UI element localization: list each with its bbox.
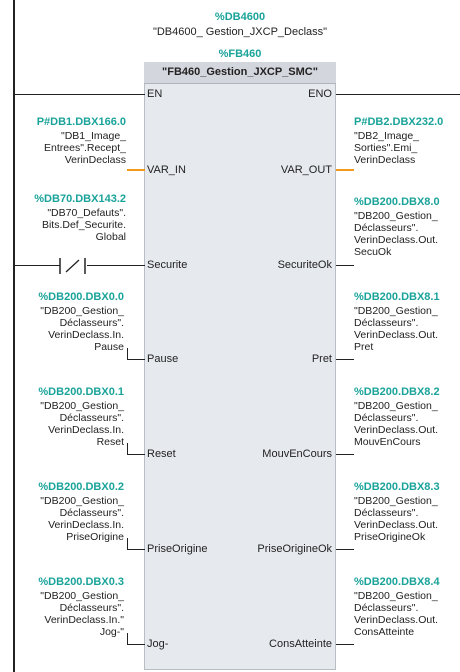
securite-operand-l2: Bits.Def_Securite. [41,219,126,231]
pin-reset[interactable]: Reset [147,448,176,460]
securite-ok-operand-l4: SecuOk [354,246,392,258]
var-in-address[interactable]: P#DB1.DBX166.0 [36,116,126,128]
var-in-wire [127,169,145,171]
jog-address[interactable]: %DB200.DBX0.3 [38,576,124,588]
pin-securite[interactable]: Securite [147,259,188,271]
prise-origine-ok-address[interactable]: %DB200.DBX8.3 [354,481,440,493]
pause-operand-l4: Pause [94,341,124,353]
pret-operand-l2: Déclasseurs". [354,317,419,329]
instance-db-name[interactable]: "DB4600_ Gestion_JXCP_Declass" [152,26,328,38]
securite-operand-l1: "DB70_Defauts". [47,207,126,219]
prise-origine-operand-l1: "DB200_Gestion_ [40,495,124,507]
jog-operand-l3: VerinDeclass.In." [44,614,124,626]
prise-origine-ok-wire [336,549,354,550]
prise-origine-operand-l2: Déclasseurs". [59,507,124,519]
pause-wire-v [127,348,128,360]
jog-wire-v [127,633,128,645]
pin-prise-origine[interactable]: PriseOrigine [147,543,208,555]
pret-operand-l3: VerinDeclass.Out. [354,329,439,341]
var-out-operand-l2: Sorties".Emi_ [354,142,418,154]
reset-operand-l4: Reset [96,436,124,448]
function-block[interactable] [144,62,336,670]
reset-wire [127,454,145,455]
pin-prise-origine-ok[interactable]: PriseOrigineOk [257,543,332,555]
cons-atteinte-wire [336,644,354,645]
var-out-operand-l1: "DB2_Image_ [354,130,420,142]
prise-origine-operand-l4: PriseOrigine [66,531,124,543]
pause-wire [127,359,145,360]
pret-wire [336,359,354,360]
cons-atteinte-operand-l1: "DB200_Gestion_ [354,590,438,602]
prise-origine-ok-operand-l3: VerinDeclass.Out. [354,519,439,531]
instance-db-address[interactable]: %DB4600 [214,11,266,23]
prise-origine-address[interactable]: %DB200.DBX0.2 [38,481,124,493]
jog-operand-l2: Déclasseurs". [59,602,124,614]
pause-address[interactable]: %DB200.DBX0.0 [38,291,124,303]
securite-address[interactable]: %DB70.DBX143.2 [34,193,126,205]
reset-operand-l2: Déclasseurs". [59,412,124,424]
mouv-en-cours-operand-l2: Déclasseurs". [354,412,419,424]
prise-origine-wire [127,549,145,550]
pause-operand-l3: VerinDeclass.In. [48,329,124,341]
power-rail [13,0,15,672]
reset-operand-l3: VerinDeclass.In. [48,424,124,436]
pin-var-in[interactable]: VAR_IN [147,164,186,176]
cons-atteinte-operand-l2: Déclasseurs". [354,602,419,614]
securite-ok-operand-l3: VerinDeclass.Out. [354,234,439,246]
cons-atteinte-address[interactable]: %DB200.DBX8.4 [354,576,440,588]
securite-wire-right [87,265,145,266]
mouv-en-cours-wire [336,454,354,455]
pin-en[interactable]: EN [147,88,163,100]
mouv-en-cours-address[interactable]: %DB200.DBX8.2 [354,386,440,398]
prise-origine-ok-operand-l2: Déclasseurs". [354,507,419,519]
block-name: "FB460_Gestion_JXCP_SMC" [162,66,318,78]
securite-operand-l3: Global [95,231,126,243]
pin-var-out[interactable]: VAR_OUT [280,164,332,176]
pin-mouv-en-cours[interactable]: MouvEnCours [262,448,332,460]
nc-contact-icon[interactable] [58,257,88,275]
en-wire [14,94,145,95]
pret-operand-l4: Pret [354,341,374,353]
block-address: %FB460 [218,48,262,60]
var-out-wire [336,169,354,171]
pret-address[interactable]: %DB200.DBX8.1 [354,291,440,303]
pin-securite-ok[interactable]: SecuriteOk [277,259,332,271]
pin-pret[interactable]: Pret [311,353,332,365]
eno-wire [336,94,460,95]
pin-jog[interactable]: Jog- [147,638,169,650]
var-in-operand-l1: "DB1_Image_ [60,130,126,142]
jog-wire [127,644,145,645]
mouv-en-cours-operand-l1: "DB200_Gestion_ [354,400,438,412]
function-block-header [144,62,336,84]
cons-atteinte-operand-l3: VerinDeclass.Out. [354,614,439,626]
var-out-address[interactable]: P#DB2.DBX232.0 [354,116,444,128]
var-out-operand-l3: VerinDeclass [354,154,416,166]
prise-origine-ok-operand-l1: "DB200_Gestion_ [354,495,438,507]
reset-address[interactable]: %DB200.DBX0.1 [38,386,124,398]
pret-operand-l1: "DB200_Gestion_ [354,305,438,317]
securite-ok-address[interactable]: %DB200.DBX8.0 [354,196,440,208]
jog-operand-l1: "DB200_Gestion_ [40,590,124,602]
reset-wire-v [127,443,128,455]
reset-operand-l1: "DB200_Gestion_ [40,400,124,412]
pause-operand-l1: "DB200_Gestion_ [40,305,124,317]
pause-operand-l2: Déclasseurs". [59,317,124,329]
mouv-en-cours-operand-l3: VerinDeclass.Out. [354,424,439,436]
jog-operand-l4: Jog-" [99,626,124,638]
prise-origine-operand-l3: VerinDeclass.In. [48,519,124,531]
pin-cons-atteinte[interactable]: ConsAtteinte [269,638,332,650]
securite-ok-wire [336,265,354,266]
securite-ok-operand-l2: Déclasseurs". [354,222,419,234]
prise-origine-wire-v [127,538,128,550]
prise-origine-ok-operand-l4: PriseOrigineOk [354,531,426,543]
cons-atteinte-operand-l4: ConsAtteinte [354,626,415,638]
securite-ok-operand-l1: "DB200_Gestion_ [354,210,438,222]
mouv-en-cours-operand-l4: MouvEnCours [354,436,421,448]
var-in-operand-l2: Entrees".Recept_ [44,142,126,154]
pin-eno[interactable]: ENO [308,88,332,100]
var-in-operand-l3: VerinDeclass [64,154,126,166]
securite-wire-left [14,265,60,266]
pin-pause[interactable]: Pause [147,353,179,365]
